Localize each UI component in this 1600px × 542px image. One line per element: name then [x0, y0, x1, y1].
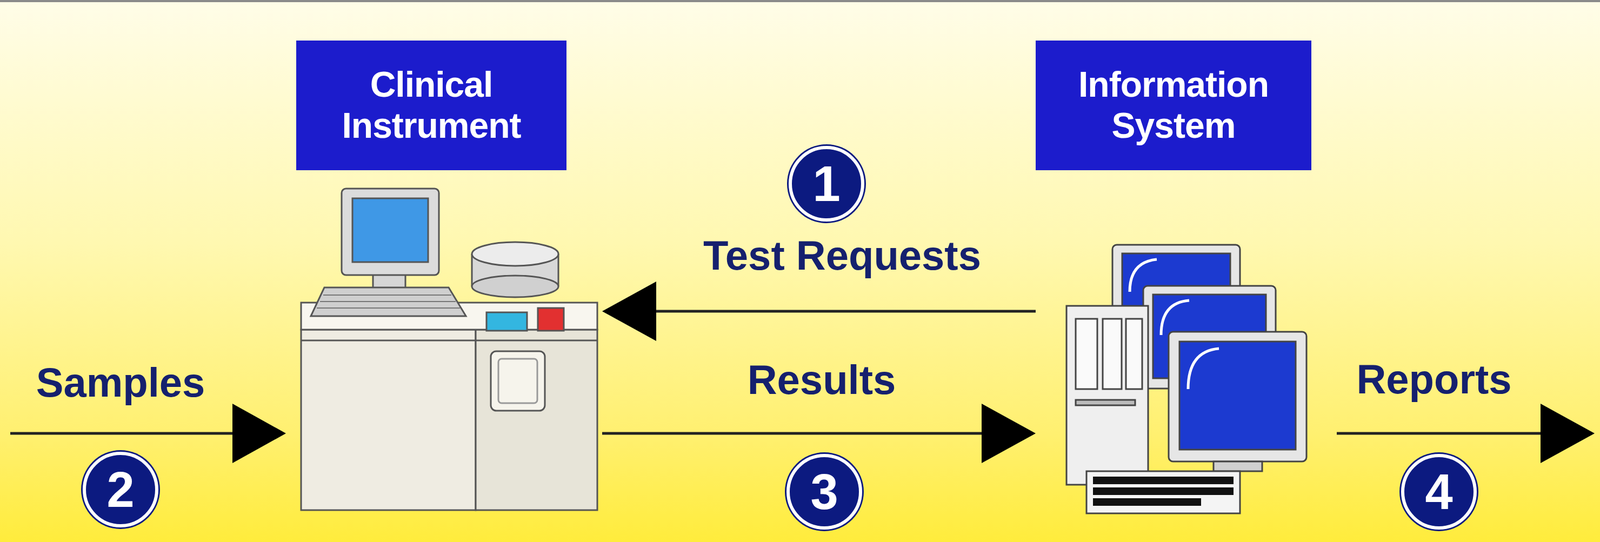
- shape-part: [1092, 487, 1234, 496]
- arrow-head: [602, 281, 657, 342]
- keyboard-keys: [316, 295, 460, 309]
- monitor-stand: [1213, 461, 1263, 472]
- glare: [1161, 300, 1190, 336]
- shape-part: [320, 301, 456, 303]
- door-panel: [490, 351, 545, 411]
- glare: [1129, 259, 1157, 292]
- monitor-screen: [1179, 341, 1296, 450]
- arrow-head: [981, 403, 1036, 464]
- drive-bay: [1125, 318, 1143, 390]
- arrow-line: [602, 432, 985, 436]
- tower: [1066, 305, 1149, 485]
- drive-bay: [1075, 318, 1098, 390]
- arrow-head: [232, 403, 286, 464]
- drive-bay: [1102, 318, 1122, 390]
- shape-part: [323, 294, 452, 296]
- glare: [1188, 348, 1219, 390]
- callout-number: 4: [1401, 454, 1477, 530]
- screen-glare: [1129, 259, 1219, 390]
- edge-label: Test Requests: [703, 232, 982, 279]
- cabinet-right: [475, 329, 598, 511]
- monitor-case: [1168, 331, 1307, 462]
- flow-label: Reports: [1356, 356, 1512, 403]
- samples-arrow: [10, 403, 286, 464]
- keyboard: [310, 287, 466, 317]
- system-block: Clinical Instrument: [296, 40, 603, 511]
- arrow-line: [10, 432, 234, 436]
- flow-label: Samples: [36, 360, 206, 406]
- instrument-drawing: [301, 188, 598, 511]
- system-block: Information System: [1035, 40, 1314, 517]
- cabinet-left: [301, 329, 476, 511]
- drive-slot: [1075, 400, 1136, 406]
- flow-arrow: [602, 281, 1036, 342]
- callout-number: 3: [786, 454, 863, 530]
- title-box: Information System: [1035, 40, 1312, 171]
- blue-button: [486, 312, 528, 331]
- keyboard: [1086, 471, 1240, 514]
- title-box: Clinical Instrument: [296, 40, 567, 171]
- shape-part: [316, 307, 460, 309]
- arrow-head: [1540, 403, 1595, 464]
- monitor-screen: [352, 198, 429, 263]
- reports-arrow: [1336, 403, 1595, 464]
- monitor-case: [341, 188, 439, 276]
- callout-number: 2: [82, 451, 159, 528]
- shape-part: [1092, 498, 1202, 506]
- computers-drawing: [1066, 244, 1307, 514]
- top-rule: [0, 0, 1600, 3]
- drum-side: [557, 254, 560, 287]
- shape-part: [1092, 476, 1234, 485]
- callout-number: 1: [788, 145, 865, 222]
- trim-line: [301, 340, 598, 342]
- red-button: [537, 308, 564, 331]
- arrow-line: [1336, 432, 1542, 436]
- edge-label: Results: [747, 357, 897, 403]
- arrow-line: [653, 310, 1036, 313]
- drum-base: [471, 275, 559, 298]
- drum-side: [471, 254, 473, 287]
- drum-top: [471, 242, 559, 266]
- door-inset: [498, 358, 538, 404]
- keyboard-keys: [1092, 476, 1234, 506]
